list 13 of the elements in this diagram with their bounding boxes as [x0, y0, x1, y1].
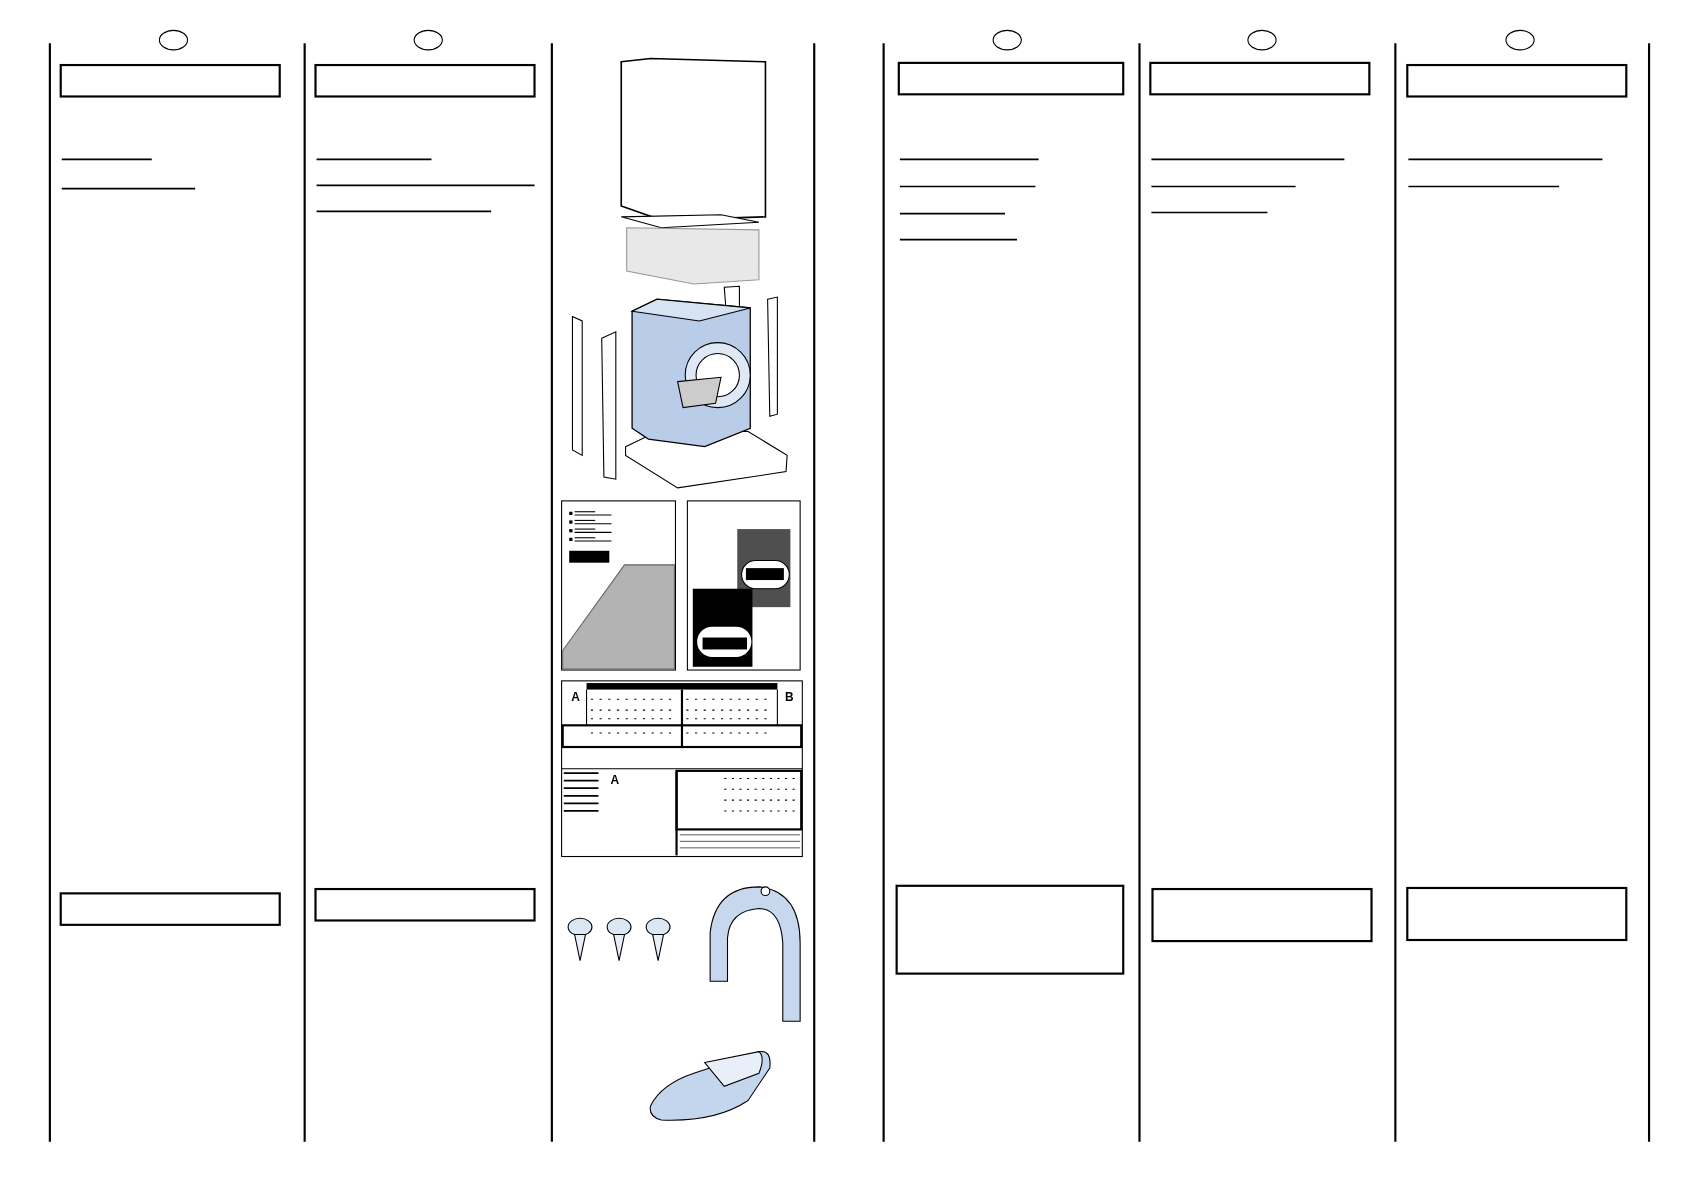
card-letter: A — [571, 691, 580, 704]
heading-box — [59, 63, 281, 98]
heading-box — [1406, 63, 1628, 98]
heading-box — [1149, 61, 1371, 96]
heading-box — [314, 887, 536, 922]
heading-box — [1406, 886, 1628, 942]
card-letter: A — [610, 774, 620, 787]
card-letter: B — [784, 691, 794, 704]
heading-box — [314, 63, 536, 98]
heading-box — [59, 892, 281, 926]
heading-box — [897, 61, 1125, 96]
heading-box — [895, 884, 1125, 975]
heading-box — [1151, 887, 1373, 943]
